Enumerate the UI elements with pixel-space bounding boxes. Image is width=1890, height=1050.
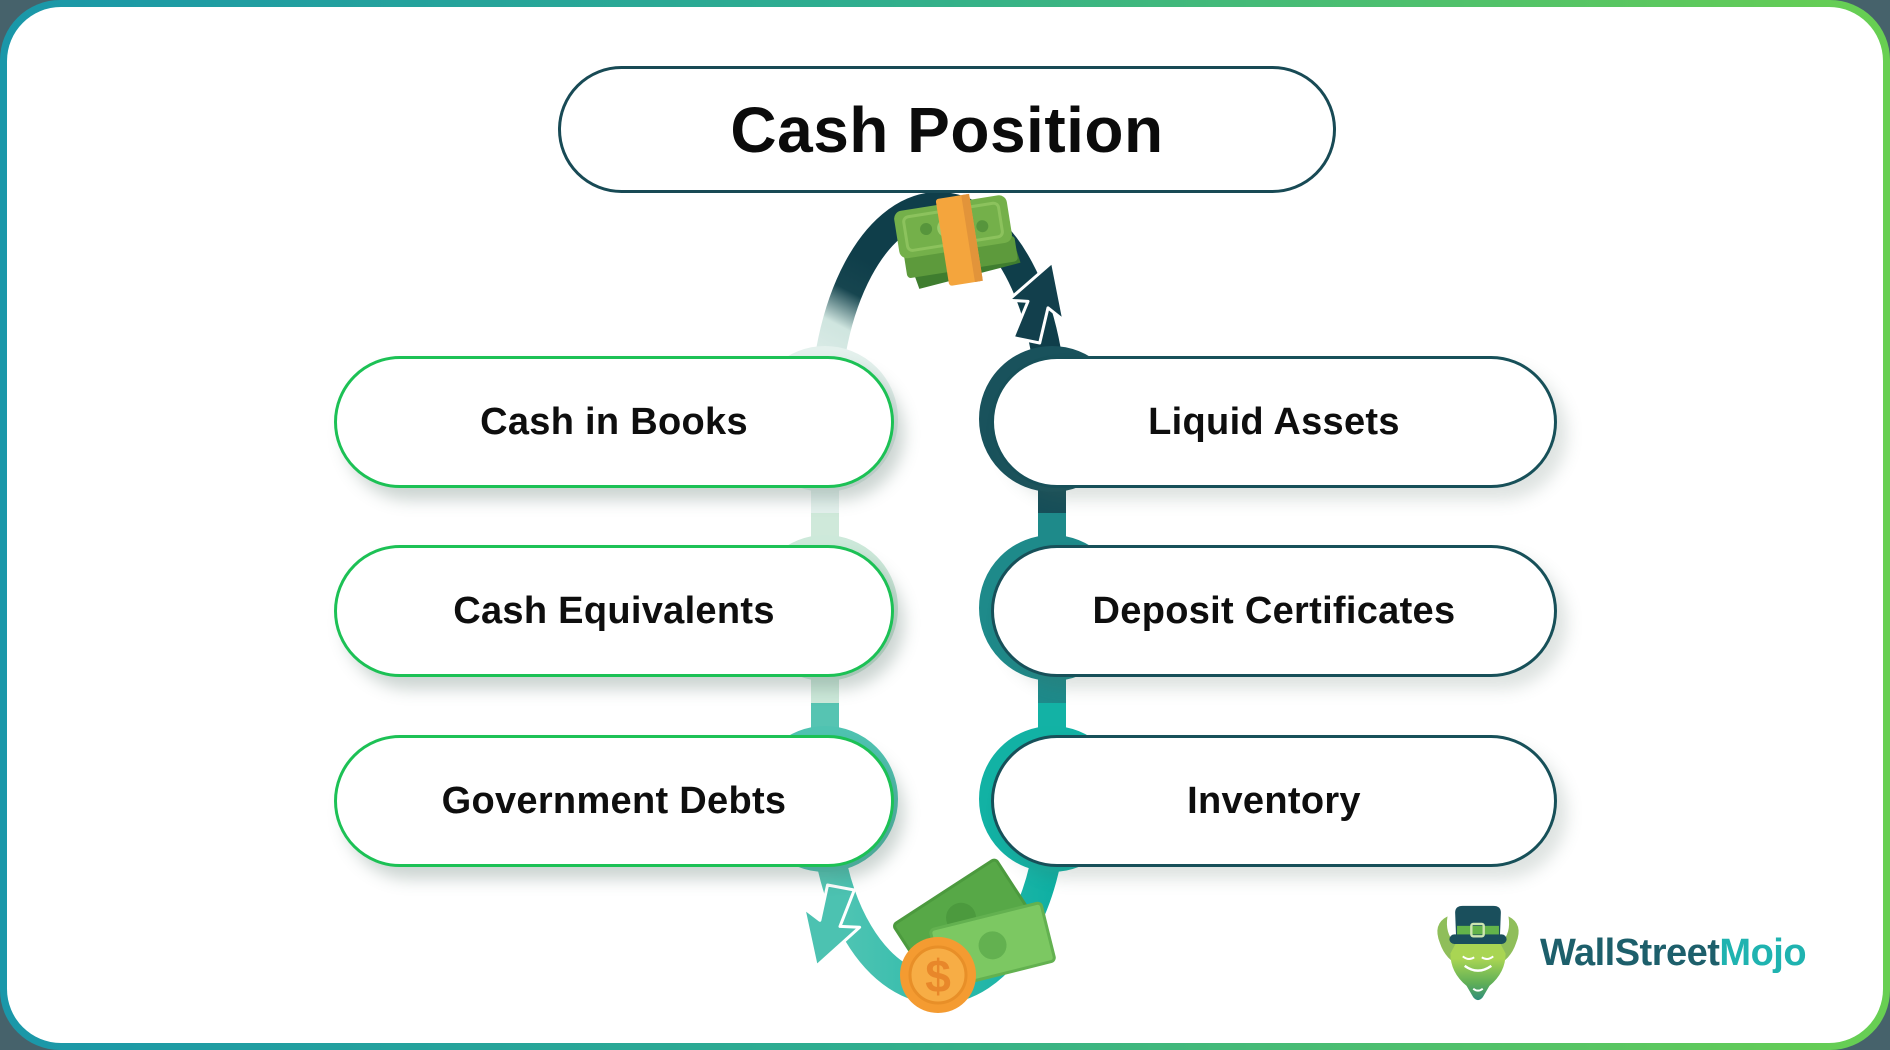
node-cash-equivalents: Cash Equivalents — [334, 545, 894, 677]
diagram-title-pill: Cash Position — [558, 66, 1336, 193]
node-label: Liquid Assets — [1148, 400, 1400, 443]
bull-logo-icon — [1437, 905, 1519, 1001]
wallstreetmojo-logo: WallStreetMojo — [1430, 903, 1807, 1003]
logo-text-wallstreet: WallStreet — [1540, 931, 1720, 974]
logo-text-mojo: Mojo — [1719, 931, 1807, 974]
flow-arrow-down-icon — [802, 883, 862, 968]
flow-arrow-up-icon — [1006, 260, 1066, 345]
money-stack-icon — [894, 193, 1021, 289]
node-deposit-certificates: Deposit Certificates — [991, 545, 1557, 677]
node-label: Inventory — [1187, 779, 1361, 822]
node-inventory: Inventory — [991, 735, 1557, 867]
logo-wordmark: WallStreetMojo — [1540, 931, 1807, 975]
node-liquid-assets: Liquid Assets — [991, 356, 1557, 488]
node-label: Government Debts — [441, 779, 787, 822]
dollar-sign: $ — [925, 950, 951, 1002]
node-label: Cash Equivalents — [453, 589, 775, 632]
node-government-debts: Government Debts — [334, 735, 894, 867]
node-cash-in-books: Cash in Books — [334, 356, 894, 488]
node-label: Deposit Certificates — [1092, 589, 1456, 632]
page-title: Cash Position — [730, 93, 1164, 166]
cash-coin-icon: $ — [893, 858, 1056, 1013]
node-label: Cash in Books — [480, 400, 748, 443]
